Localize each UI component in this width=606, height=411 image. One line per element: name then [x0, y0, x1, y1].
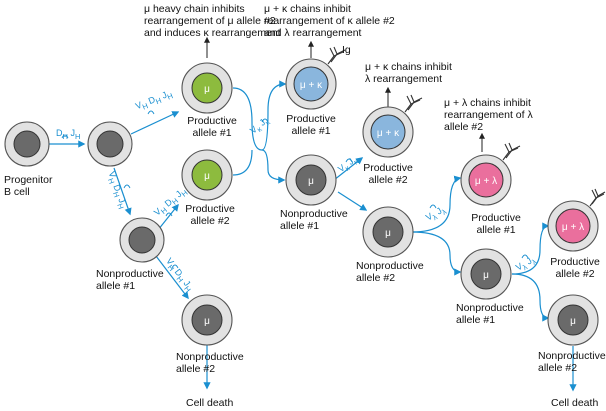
nucleus-lambda-productive2 — [555, 208, 591, 244]
segment-label-dj: DH JH — [56, 128, 81, 141]
label-heavy-nonproductive2: Nonproductive allele #2 — [176, 351, 244, 375]
label-kappa-nonproductive1: Nonproductive allele #1 — [280, 208, 348, 232]
label-cell-death-light: Cell death — [551, 397, 599, 409]
nucleus-lambda-nonproductive2 — [557, 304, 589, 336]
loop-dj — [61, 134, 69, 139]
label-lambda-productive1: Productive allele #1 — [471, 212, 521, 236]
nuclei — [13, 66, 591, 336]
label-heavy-productive1: Productive allele #1 — [187, 115, 237, 139]
nucleus-heavy-productive2 — [191, 159, 223, 191]
nucleus-text: μ — [308, 176, 314, 187]
nucleus-text: μ — [483, 270, 489, 281]
arrow-nonprod1-to-nonprod2 — [155, 255, 189, 300]
loop-vdj-2 — [123, 184, 131, 189]
nucleus-heavy-productive1 — [191, 72, 223, 104]
nucleus-text: μ — [385, 228, 391, 239]
antibody-icons — [327, 46, 606, 207]
note-arrows — [204, 36, 485, 152]
label-progenitor-b-cell: Progenitor B cell — [4, 174, 53, 198]
label-heavy-productive2: Productive allele #2 — [185, 203, 235, 227]
note-mu-kappa-chains: μ + κ chains inhibit rearrangement of κ … — [264, 3, 395, 39]
nucleus-kappa-productive1 — [293, 66, 329, 102]
nucleus-text: μ + κ — [300, 80, 323, 91]
loop-vj-l2 — [521, 254, 529, 259]
nucleus-text: μ — [204, 171, 210, 182]
arrow-dj-to-productive1 — [130, 111, 180, 135]
nucleus-texts: μ μ μ μ + κ μ μ + κ μ μ + λ μ μ + λ μ — [204, 80, 584, 327]
note-mu-kappa-lambda: μ + κ chains inhibit λ rearrangement — [365, 61, 452, 85]
nucleus-lambda-productive1 — [468, 162, 504, 198]
nucleus-dj — [96, 130, 124, 158]
arrow-to-lambda-productive2 — [511, 222, 550, 275]
label-heavy-nonproductive1: Nonproductive allele #1 — [96, 268, 164, 292]
arrow-to-kappa-nonproductive1 — [261, 149, 286, 184]
arrow-to-kappa-productive1 — [261, 80, 287, 151]
label-kappa-productive1: Productive allele #1 — [286, 113, 336, 137]
label-lambda-nonproductive2: Nonproductive allele #2 — [538, 350, 606, 374]
antibody-icon — [327, 46, 346, 65]
loop-vdj-4 — [171, 264, 179, 269]
nucleus-progenitor — [13, 130, 41, 158]
nucleus-text: μ + λ — [475, 176, 497, 187]
antibody-icon — [404, 94, 423, 113]
note-mu-lambda-chains: μ + λ chains inhibit rearrangement of λ … — [444, 97, 533, 133]
antibody-icon — [502, 142, 521, 161]
loop-vj-k2 — [345, 158, 353, 163]
arrow-to-lambda-productive1 — [411, 175, 462, 233]
loop-vdj-3 — [165, 212, 173, 217]
loop-vj-l1 — [429, 204, 437, 209]
antibody-icon — [589, 188, 606, 207]
rearrangement-arrows — [39, 80, 577, 392]
nucleus-heavy-nonproductive2 — [191, 304, 223, 336]
loop-vj-k1 — [261, 118, 269, 123]
arrow-nonprod1-to-productive2 — [157, 203, 179, 231]
arrow-kappa-nonprod1-to-prod2 — [333, 157, 364, 181]
line-heavy-bracket-bottom — [232, 149, 253, 176]
arrow-dj-to-nonproductive1 — [113, 167, 132, 216]
arrow-to-lambda-nonproductive2 — [511, 273, 550, 322]
nucleus-kappa-productive2 — [370, 114, 406, 150]
label-cell-death-heavy: Cell death — [186, 397, 234, 409]
ig-label: Ig — [342, 44, 351, 56]
nucleus-lambda-nonproductive1 — [470, 258, 502, 290]
nucleus-text: μ + κ — [377, 128, 400, 139]
nucleus-kappa-nonproductive2 — [372, 216, 404, 248]
line-heavy-bracket-top — [232, 87, 263, 151]
label-kappa-nonproductive2: Nonproductive allele #2 — [356, 260, 424, 284]
note-mu-heavy-chain: μ heavy chain inhibits rearrangement of … — [144, 3, 281, 39]
nucleus-text: μ — [570, 316, 576, 327]
label-lambda-nonproductive1: Nonproductive allele #1 — [456, 302, 524, 326]
arrow-kappa-nonprod1-to-nonprod2 — [337, 191, 368, 211]
nucleus-text: μ + λ — [562, 222, 584, 233]
label-kappa-productive2: Productive allele #2 — [363, 162, 413, 186]
arrow-to-lambda-nonproductive1 — [411, 231, 462, 276]
nucleus-text: μ — [204, 84, 210, 95]
nucleus-heavy-nonproductive1 — [128, 226, 156, 254]
nucleus-kappa-nonproductive1 — [295, 164, 327, 196]
nucleus-text: μ — [204, 316, 210, 327]
label-lambda-productive2: Productive allele #2 — [550, 256, 600, 280]
loop-vdj-1 — [147, 110, 155, 115]
recombination-loops — [61, 110, 529, 269]
